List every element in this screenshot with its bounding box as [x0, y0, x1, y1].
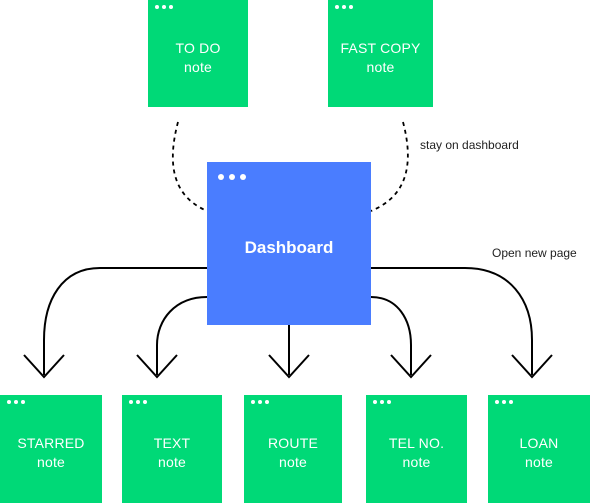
note-title: TO DO: [175, 40, 221, 56]
note-card-loan[interactable]: LOAN note: [488, 395, 590, 503]
note-card-fast-copy[interactable]: FAST COPY note: [328, 0, 433, 107]
dashboard-card[interactable]: Dashboard: [207, 162, 371, 325]
window-dots-icon: [7, 400, 25, 404]
arrowhead-loan: [511, 354, 553, 379]
window-dots-icon: [373, 400, 391, 404]
note-title: ROUTE: [268, 435, 318, 451]
arrowhead-route: [268, 354, 310, 379]
open-connector-telno: [370, 296, 412, 375]
note-title: TEXT: [153, 435, 191, 451]
annotation-stay-on-dashboard: stay on dashboard: [420, 138, 519, 152]
open-connector-loan: [371, 267, 533, 375]
stay-connector-fastcopy: [370, 121, 409, 212]
note-card-tel-no[interactable]: TEL NO. note: [366, 395, 467, 503]
note-card-todo[interactable]: TO DO note: [148, 0, 248, 107]
note-card-text[interactable]: TEXT note: [122, 395, 222, 503]
window-dots-icon: [129, 400, 147, 404]
note-subtitle: note: [402, 454, 431, 470]
note-card-starred[interactable]: STARRED note: [0, 395, 102, 503]
window-dots-icon: [495, 400, 513, 404]
window-dots-icon: [155, 5, 173, 9]
window-dots-icon: [218, 174, 246, 180]
note-subtitle: note: [157, 454, 187, 470]
arrowhead-text: [136, 354, 178, 379]
arrowhead-telno: [390, 354, 432, 379]
window-dots-icon: [251, 400, 269, 404]
stay-connector-todo: [172, 121, 208, 212]
open-connector-text: [156, 296, 208, 375]
annotation-open-new-page: Open new page: [492, 246, 577, 260]
window-dots-icon: [335, 5, 353, 9]
note-card-route[interactable]: ROUTE note: [244, 395, 342, 503]
note-title: FAST COPY: [340, 40, 421, 56]
note-title: LOAN: [519, 435, 559, 451]
note-title: TEL NO.: [388, 435, 445, 451]
open-connector-starred: [43, 267, 207, 375]
note-subtitle: note: [183, 59, 213, 75]
arrowhead-starred: [23, 354, 65, 379]
note-subtitle: note: [278, 454, 308, 470]
note-subtitle: note: [524, 454, 554, 470]
note-title: STARRED: [17, 435, 85, 451]
note-subtitle: note: [366, 59, 395, 75]
note-subtitle: note: [36, 454, 66, 470]
dashboard-title: Dashboard: [244, 238, 334, 257]
